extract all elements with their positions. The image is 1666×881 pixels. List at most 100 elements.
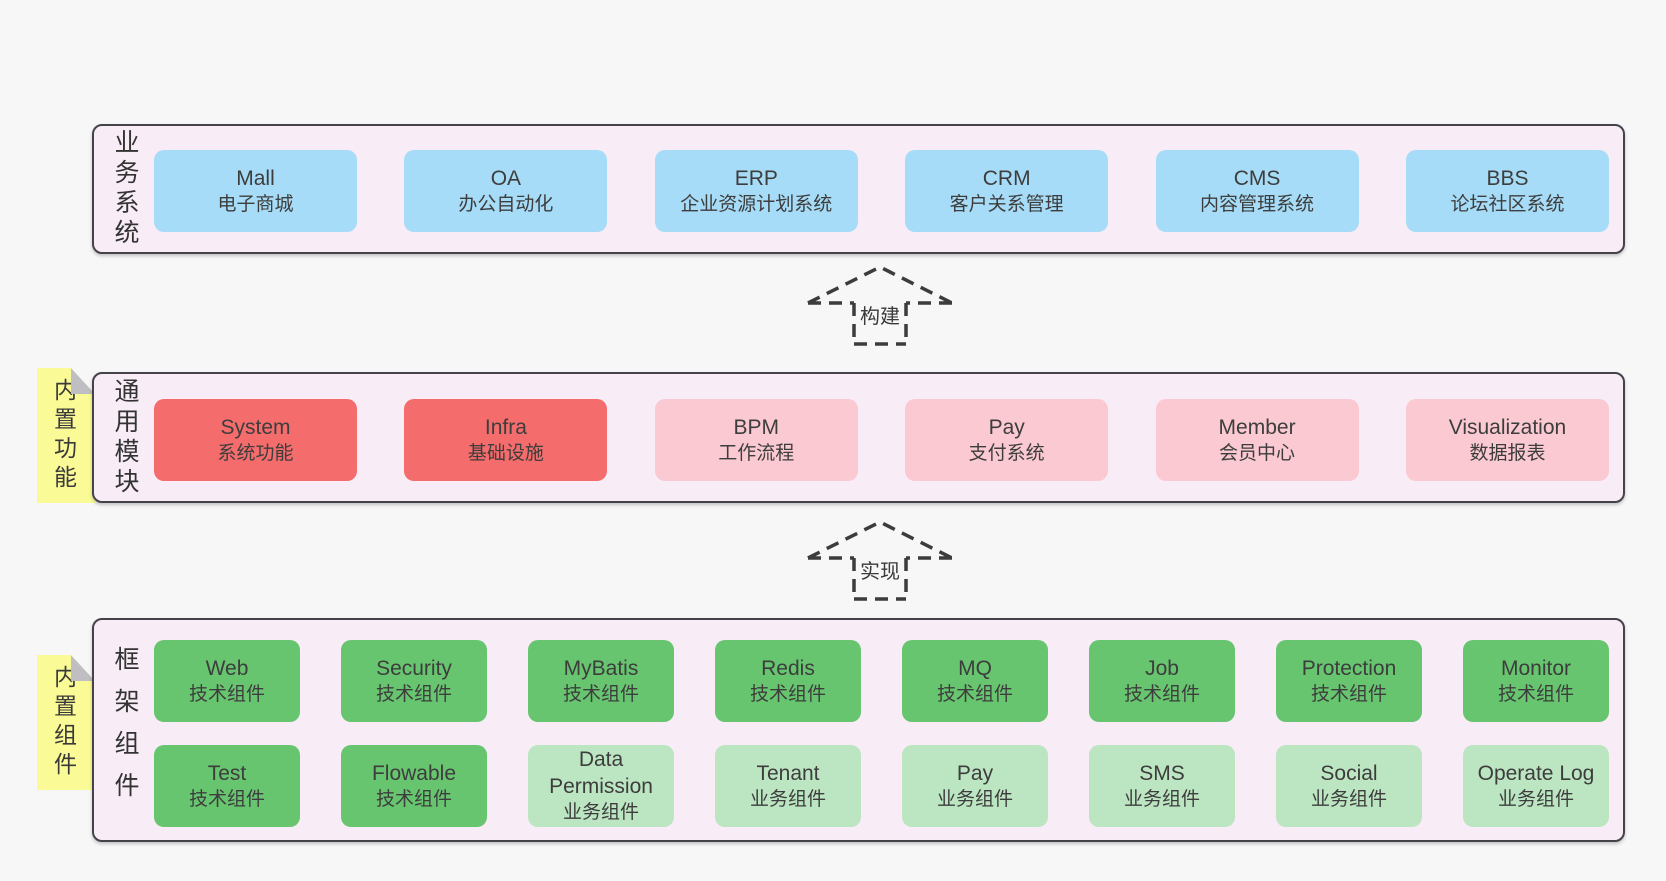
- box-title: BPM: [733, 415, 780, 439]
- common-box-row: System 系统功能 Infra 基础设施 BPM 工作流程 Pay 支付系统…: [94, 399, 1623, 481]
- box-tenant: Tenant 业务组件: [715, 745, 861, 827]
- box-erp: ERP 企业资源计划系统: [654, 150, 858, 232]
- box-mall: Mall 电子商城: [154, 150, 357, 232]
- box-subtitle: 技术组件: [749, 683, 826, 705]
- box-title: CRM: [982, 166, 1031, 190]
- box-title: Pay: [956, 761, 994, 785]
- box-title: Test: [207, 761, 247, 785]
- box-web: Web 技术组件: [154, 640, 300, 722]
- box-subtitle: 业务组件: [1497, 788, 1574, 810]
- layer-label-common: 通用模块: [111, 377, 139, 498]
- box-title: Monitor: [1500, 656, 1572, 680]
- box-subtitle: 技术组件: [188, 788, 265, 810]
- box-bbs: BBS 论坛社区系统: [1405, 150, 1609, 232]
- box-title: Web: [205, 656, 249, 680]
- box-infra: Infra 基础设施: [404, 399, 608, 481]
- box-protection: Protection 技术组件: [1276, 640, 1422, 722]
- box-subtitle: 办公自动化: [458, 193, 554, 215]
- box-subtitle: 会员中心: [1219, 442, 1296, 464]
- box-subtitle: 业务组件: [562, 802, 639, 824]
- box-subtitle: 技术组件: [1497, 683, 1574, 705]
- box-subtitle: 业务组件: [936, 788, 1013, 810]
- framework-components-layer: 框架组件 Web 技术组件 Security 技术组件 MyBatis 技术组件…: [92, 618, 1625, 842]
- layer-label-framework: 框架组件: [111, 646, 139, 814]
- box-title: Flowable: [371, 761, 457, 785]
- arrow-label: 实现: [857, 554, 903, 585]
- box-sms: SMS 业务组件: [1089, 745, 1235, 827]
- box-title: Mall: [236, 166, 275, 190]
- box-subtitle: 支付系统: [968, 442, 1045, 464]
- box-subtitle: 业务组件: [1123, 788, 1200, 810]
- business-box-row: Mall 电子商城 OA 办公自动化 ERP 企业资源计划系统 CRM 客户关系…: [94, 150, 1623, 232]
- box-title: OA: [490, 166, 522, 190]
- framework-box-row-1: Web 技术组件 Security 技术组件 MyBatis 技术组件 Redi…: [94, 640, 1623, 722]
- box-system: System 系统功能: [154, 399, 357, 481]
- box-title: Security: [376, 656, 452, 680]
- box-subtitle: 数据报表: [1469, 442, 1546, 464]
- sticky-tag-label: 内置组件: [50, 664, 77, 781]
- box-cms: CMS 内容管理系统: [1155, 150, 1359, 232]
- box-mybatis: MyBatis 技术组件: [528, 640, 674, 722]
- box-monitor: Monitor 技术组件: [1463, 640, 1609, 722]
- box-subtitle: 论坛社区系统: [1450, 193, 1565, 215]
- arrow-label: 构建: [857, 299, 903, 330]
- box-subtitle: 技术组件: [936, 683, 1013, 705]
- box-title: Job: [1145, 656, 1179, 680]
- box-title: BBS: [1486, 166, 1529, 190]
- box-pay: Pay 支付系统: [905, 399, 1109, 481]
- box-subtitle: 系统功能: [217, 442, 294, 464]
- box-social: Social 业务组件: [1276, 745, 1422, 827]
- box-redis: Redis 技术组件: [715, 640, 861, 722]
- box-job: Job 技术组件: [1089, 640, 1235, 722]
- box-title: MQ: [958, 656, 992, 680]
- box-subtitle: 技术组件: [188, 683, 265, 705]
- box-oa: OA 办公自动化: [404, 150, 608, 232]
- implement-arrow: 实现: [800, 517, 960, 603]
- box-title: Visualization: [1448, 415, 1567, 439]
- box-title: MyBatis: [563, 656, 639, 680]
- box-subtitle: 业务组件: [1310, 788, 1387, 810]
- box-title: Protection: [1301, 656, 1397, 680]
- box-security: Security 技术组件: [341, 640, 487, 722]
- box-title: Operate Log: [1477, 761, 1595, 785]
- box-title: ERP: [734, 166, 778, 190]
- box-title: Tenant: [756, 761, 820, 785]
- box-visualization: Visualization 数据报表: [1405, 399, 1609, 481]
- box-data-permission: Data Permission 业务组件: [528, 745, 674, 827]
- box-operate-log: Operate Log 业务组件: [1463, 745, 1609, 827]
- business-systems-layer: 业务系统 Mall 电子商城 OA 办公自动化 ERP 企业资源计划系统 CRM…: [92, 124, 1625, 254]
- box-subtitle: 电子商城: [217, 193, 294, 215]
- box-crm: CRM 客户关系管理: [905, 150, 1109, 232]
- build-arrow: 构建: [800, 262, 960, 348]
- box-title: Pay: [988, 415, 1025, 439]
- box-title: CMS: [1233, 166, 1281, 190]
- sticky-tag-label: 内置功能: [50, 377, 77, 494]
- framework-box-row-2: Test 技术组件 Flowable 技术组件 Data Permission …: [94, 745, 1623, 827]
- box-subtitle: 技术组件: [375, 788, 452, 810]
- box-subtitle: 技术组件: [1310, 683, 1387, 705]
- box-title: Data Permission: [549, 747, 653, 799]
- box-title: Redis: [761, 656, 815, 680]
- box-subtitle: 基础设施: [467, 442, 544, 464]
- box-subtitle: 客户关系管理: [949, 193, 1064, 215]
- box-title: Member: [1218, 415, 1296, 439]
- box-member: Member 会员中心: [1155, 399, 1359, 481]
- box-subtitle: 业务组件: [749, 788, 826, 810]
- box-bpm: BPM 工作流程: [654, 399, 858, 481]
- box-subtitle: 技术组件: [375, 683, 452, 705]
- box-pay-component: Pay 业务组件: [902, 745, 1048, 827]
- common-modules-layer: 通用模块 System 系统功能 Infra 基础设施 BPM 工作流程 Pay…: [92, 372, 1625, 503]
- box-title: SMS: [1139, 761, 1185, 785]
- dashed-up-arrow-icon: [807, 265, 953, 346]
- box-subtitle: 技术组件: [562, 683, 639, 705]
- dashed-up-arrow-icon: [807, 520, 953, 601]
- box-title: System: [220, 415, 291, 439]
- box-subtitle: 企业资源计划系统: [680, 193, 833, 215]
- box-title: Infra: [484, 415, 527, 439]
- box-subtitle: 工作流程: [718, 442, 795, 464]
- box-mq: MQ 技术组件: [902, 640, 1048, 722]
- box-test: Test 技术组件: [154, 745, 300, 827]
- box-title: Social: [1320, 761, 1378, 785]
- box-subtitle: 内容管理系统: [1200, 193, 1315, 215]
- layer-label-business: 业务系统: [111, 129, 139, 249]
